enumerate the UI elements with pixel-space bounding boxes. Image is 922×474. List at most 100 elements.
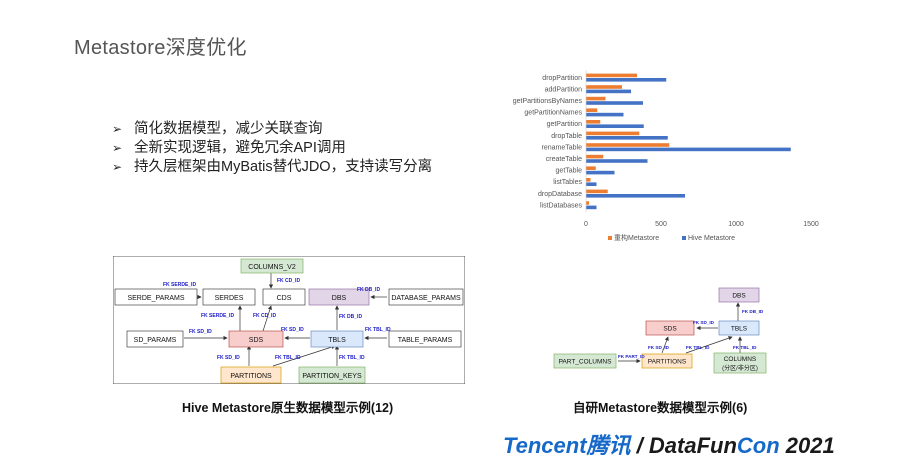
arrow-icon: ➢: [112, 122, 123, 136]
edge-label: FK DB_ID: [339, 314, 362, 320]
node-columns: [713, 352, 767, 374]
bar-refactored-metastore: [586, 96, 606, 101]
edge-label: FK CD_ID: [253, 313, 276, 319]
right-diagram-caption: 自研Metastore数据模型示例(6): [573, 401, 748, 415]
node-cds-label: CDS: [277, 295, 292, 302]
category-label: listTables: [553, 179, 582, 186]
bar-refactored-metastore: [586, 85, 622, 89]
node-tbls-label: TBLS: [328, 337, 346, 344]
node-columns-v2: [240, 258, 304, 274]
slide-title: Metastore深度优化: [74, 37, 247, 59]
node-sds: [228, 330, 284, 348]
bar-hive-metastore: [586, 112, 624, 117]
bar-hive-metastore: [586, 136, 668, 140]
tencent-logo-text: Tencent: [503, 433, 587, 458]
node-partitions-label: PARTITIONS: [230, 373, 272, 380]
edge-label: FK TBL_ID: [339, 355, 365, 361]
node-partitions: [220, 366, 282, 384]
node-dbs: [718, 287, 760, 303]
datafun-year-text: 2021: [779, 433, 835, 458]
bar-hive-metastore: [586, 205, 597, 210]
arrow-icon: ➢: [112, 160, 123, 174]
node-part-columns: [553, 353, 617, 369]
node-columns-sub-label: (分区/非分区): [722, 364, 758, 372]
category-label: listDatabases: [540, 202, 583, 209]
edge-label: FK TBL_ID: [275, 355, 301, 361]
edge-partitions-tbls: [272, 345, 336, 367]
x-tick-label: 1500: [803, 221, 819, 228]
performance-bar-chart: dropPartition addPartition getPartitionsBy…: [513, 70, 819, 242]
node-serdes: [202, 288, 256, 306]
node-partition-keys-label: PARTITION_KEYS: [302, 373, 362, 380]
category-label: addPartition: [545, 86, 582, 93]
node-sds-label: SDS: [663, 326, 677, 333]
bar-refactored-metastore: [586, 73, 637, 78]
node-cds: [262, 288, 306, 306]
node-dbs: [308, 288, 370, 306]
node-partitions-label: PARTITIONS: [648, 359, 687, 366]
legend-label: Hive Metastore: [688, 235, 735, 242]
edge-label: FK SD_ID: [648, 345, 670, 350]
bar-hive-metastore: [586, 78, 667, 82]
edge-label: FK SERDE_ID: [163, 282, 196, 288]
category-label: renameTable: [542, 144, 583, 151]
brand-logo: Tencent腾讯 / DataFunCon 2021: [503, 428, 835, 460]
bullet-item: ➢ 全新实现逻辑，避免冗余API调用: [112, 139, 432, 158]
arrow-icon: ➢: [112, 141, 123, 155]
category-label: getPartition: [547, 121, 583, 128]
bullet-item: ➢ 简化数据模型，减少关联查询: [112, 120, 432, 139]
legend-swatch: [682, 236, 686, 240]
bar-hive-metastore: [586, 182, 597, 186]
edge-sds-cds: [262, 305, 272, 332]
edge-partitions-tbls: [685, 336, 733, 354]
category-label: createTable: [546, 156, 582, 163]
node-partition-keys: [298, 366, 366, 384]
bar-refactored-metastore: [586, 201, 589, 205]
bullet-text: 简化数据模型，减少关联查询: [134, 121, 323, 137]
datafun-con-text: Con: [736, 433, 780, 458]
bar-refactored-metastore: [586, 178, 591, 182]
legend-swatch: [608, 236, 612, 240]
bullet-text: 全新实现逻辑，避免冗余API调用: [134, 140, 346, 156]
edge-label: FK SD_ID: [189, 329, 212, 335]
edge-label: FK SD_ID: [217, 355, 240, 361]
node-tbls: [718, 320, 760, 336]
x-tick-label: 1000: [728, 221, 744, 228]
x-tick-label: 0: [584, 221, 588, 228]
bar-hive-metastore: [586, 147, 791, 152]
edge-label: FK PART_ID: [618, 354, 645, 359]
node-tbls: [310, 330, 364, 348]
brand-separator: /: [630, 433, 649, 458]
category-label: getPartitionsByNames: [513, 98, 583, 105]
node-tbls-label: TBLS: [731, 326, 748, 333]
node-sds-label: SDS: [249, 337, 264, 344]
node-sd-params-label: SD_PARAMS: [134, 337, 177, 344]
node-serdes-label: SERDES: [215, 295, 244, 302]
category-label: dropDatabase: [538, 191, 582, 198]
node-dbs-label: DBS: [732, 293, 746, 300]
datafun-logo-text: DataFun: [648, 433, 737, 458]
bar-hive-metastore: [586, 194, 685, 198]
node-part-columns-label: PART_COLUMNS: [559, 359, 613, 366]
edge-label: FK SD_ID: [281, 327, 304, 333]
bar-refactored-metastore: [586, 131, 640, 136]
edge-partitions-sds: [661, 336, 669, 354]
edge-label: FK DB_ID: [357, 287, 380, 293]
node-database-params: [388, 288, 464, 306]
bar-hive-metastore: [586, 101, 643, 105]
node-serde-params: [114, 288, 198, 306]
bar-refactored-metastore: [586, 154, 604, 159]
bar-hive-metastore: [586, 89, 631, 94]
edge-label: FK TBL_ID: [686, 345, 710, 350]
bullet-text: 持久层框架由MyBatis替代JDO，支持读写分离: [134, 159, 433, 175]
hive-native-data-model-diagram: COLUMNS_V2 SERDE_PARAMS SERDES CDS DBS D…: [113, 256, 465, 384]
node-sds: [645, 320, 695, 336]
diagram-frame: [113, 256, 465, 384]
bar-hive-metastore: [586, 159, 648, 163]
node-database-params-label: DATABASE_PARAMS: [391, 295, 461, 302]
category-label: dropPartition: [542, 75, 582, 82]
node-dbs-label: DBS: [332, 295, 347, 302]
edge-label: FK SERDE_ID: [201, 313, 234, 319]
node-table-params-label: TABLE_PARAMS: [398, 337, 453, 344]
category-label: dropTable: [551, 133, 582, 140]
